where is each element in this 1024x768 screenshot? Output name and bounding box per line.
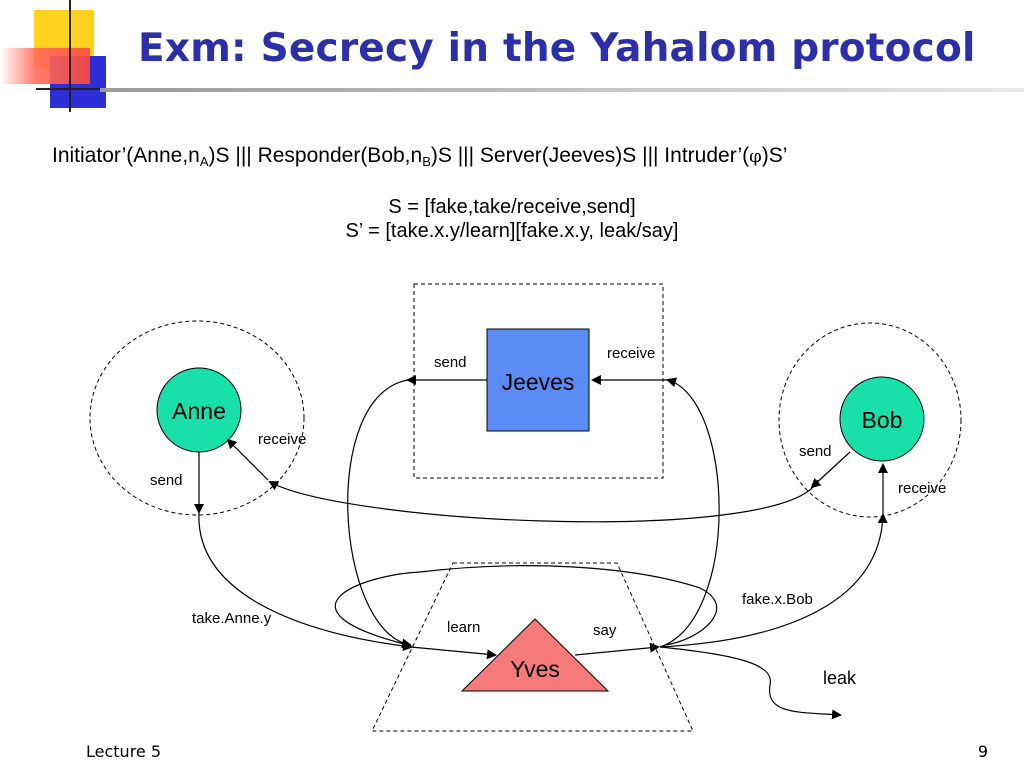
- leak-label: leak: [823, 668, 857, 688]
- jeeves-send-label: send: [434, 354, 467, 371]
- s-prime-definition: S’ = [take.x.y/learn][fake.x.y, leak/say…: [345, 220, 679, 242]
- title-underline: [100, 88, 1024, 92]
- bob-dashed-circle: [778, 322, 962, 518]
- say-label: say: [593, 622, 617, 639]
- server-intruder-text: )S ||| Server(Jeeves)S ||| Intruder’(: [430, 144, 750, 167]
- arrow-leak: [659, 646, 842, 720]
- take-anne-y-label: take.Anne.y: [192, 610, 272, 627]
- process-equation: Initiator’(Anne,nA)S ||| Responder(Bob,n…: [52, 144, 787, 169]
- decor-vertical-line: [69, 0, 71, 112]
- intruder-close-text: )S’: [761, 144, 788, 167]
- initiator-subscript: A: [199, 154, 209, 169]
- responder-subscript: B: [422, 154, 431, 169]
- arrow-bob-send: [810, 451, 851, 489]
- decor-horizontal-line-top: [36, 88, 126, 90]
- arrow-say: [574, 642, 660, 656]
- jeeves-dashed-box: [413, 283, 664, 479]
- bob-node: [839, 376, 925, 462]
- anne-dashed-circle: [89, 320, 305, 516]
- bob-send-label: send: [799, 443, 832, 460]
- slide-title: Exm: Secrecy in the Yahalom protocol: [138, 26, 976, 71]
- decor-red-bar: [0, 48, 90, 84]
- bob-receive-label: receive: [898, 480, 946, 497]
- footer-lecture: Lecture 5: [86, 742, 162, 761]
- anne-send-label: send: [150, 472, 183, 489]
- arrow-say-to-jeeves: [659, 377, 720, 648]
- yves-label: Yves: [510, 656, 560, 682]
- arrow-take-anne-y: [198, 511, 413, 651]
- arrow-jeeves-send-curve: [347, 379, 412, 649]
- responder-text: )S ||| Responder(Bob,n: [208, 144, 423, 167]
- learn-label: learn: [447, 619, 480, 636]
- phi-symbol: φ: [749, 146, 762, 167]
- fake-x-bob-label: fake.x.Bob: [742, 591, 813, 608]
- yves-node: [460, 618, 610, 692]
- page-number: 9: [977, 742, 988, 761]
- initiator-text: Initiator’(Anne,n: [52, 144, 200, 167]
- jeeves-node: [486, 328, 590, 432]
- jeeves-receive-label: receive: [607, 345, 655, 362]
- jeeves-label: Jeeves: [502, 369, 575, 395]
- yves-dashed-trapezoid: [371, 562, 694, 732]
- arrow-bob-to-anne: [268, 479, 819, 523]
- arrow-learn: [410, 646, 497, 660]
- anne-label: Anne: [172, 398, 226, 424]
- anne-receive-label: receive: [258, 431, 306, 448]
- arrow-fake-x-bob: [659, 513, 888, 648]
- loop-yves-left: [334, 565, 718, 646]
- arrow-to-anne-receive: [226, 438, 269, 481]
- s-definition: S = [fake,take/receive,send]: [388, 196, 636, 218]
- bob-label: Bob: [862, 407, 903, 433]
